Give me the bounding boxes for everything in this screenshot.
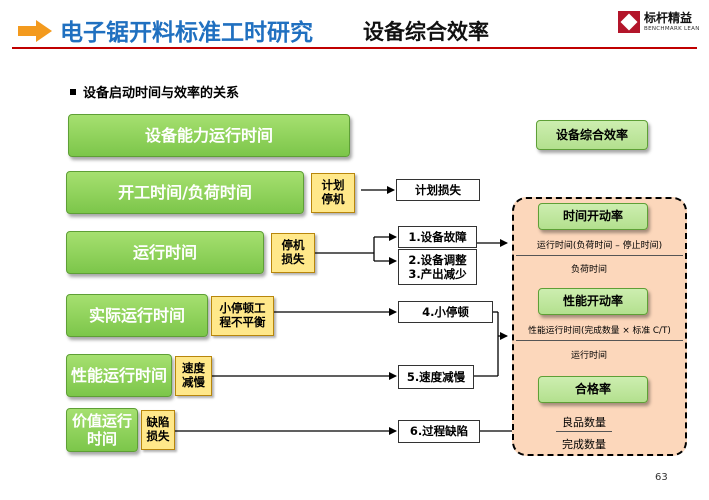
page-subtitle: 设备综合效率	[363, 20, 489, 44]
loss-item-adjustment: 2.设备调整 3.产出减少	[398, 249, 477, 285]
quality-numerator: 良品数量	[562, 416, 606, 429]
oee-title-box: 设备综合效率	[536, 120, 648, 150]
capability-time-box: 设备能力运行时间	[68, 114, 350, 157]
loss-item-planned: 计划损失	[396, 179, 480, 201]
availability-fraction-line	[516, 255, 683, 256]
brand-logo: 标杆精益 BENCHMARK LEAN	[618, 9, 702, 37]
section-heading: 设备启动时间与效率的关系	[70, 82, 239, 101]
quality-label: 合格率	[538, 376, 648, 403]
minor-stop-loss-box: 小停顿工 程不平衡	[211, 296, 274, 336]
loss-item-defect: 6.过程缺陷	[398, 420, 480, 443]
quality-fraction-line	[556, 431, 612, 432]
planned-stop-box: 计划 停机	[311, 173, 355, 213]
header-divider	[12, 47, 697, 49]
logo-text-en: BENCHMARK LEAN	[644, 26, 700, 32]
performance-numerator: 性能运行时间(完成数量 × 标准 C/T)	[528, 326, 671, 336]
title-arrow-icon	[18, 20, 52, 42]
logo-mark-icon	[618, 11, 640, 33]
logo-text-cn: 标杆精益	[644, 11, 693, 25]
value-time-box: 价值运行 时间	[66, 408, 138, 452]
performance-label: 性能开动率	[538, 288, 648, 315]
oee-formula-panel	[512, 197, 687, 456]
loss-item-minor-stop: 4.小停顿	[398, 301, 493, 323]
speed-loss-box: 速度 减慢	[175, 356, 212, 396]
load-time-box: 开工时间/负荷时间	[66, 171, 304, 214]
availability-label: 时间开动率	[538, 203, 648, 230]
loss-item-breakdown: 1.设备故障	[398, 226, 477, 248]
defect-loss-box: 缺陷 损失	[141, 410, 175, 450]
quality-denominator: 完成数量	[562, 438, 606, 451]
page-title: 电子锯开料标准工时研究	[60, 20, 313, 46]
loss-item-speed: 5.速度减慢	[398, 365, 474, 389]
running-time-box: 运行时间	[66, 231, 264, 274]
availability-denominator: 负荷时间	[570, 265, 607, 275]
stop-loss-box: 停机 损失	[271, 233, 315, 273]
page-number: 63	[655, 472, 668, 483]
actual-running-time-box: 实际运行时间	[66, 294, 208, 337]
availability-numerator: 运行时间(负荷时间 – 停止时间)	[536, 241, 663, 251]
performance-fraction-line	[516, 340, 683, 341]
performance-time-box: 性能运行时间	[66, 354, 172, 397]
performance-denominator: 运行时间	[570, 351, 607, 361]
